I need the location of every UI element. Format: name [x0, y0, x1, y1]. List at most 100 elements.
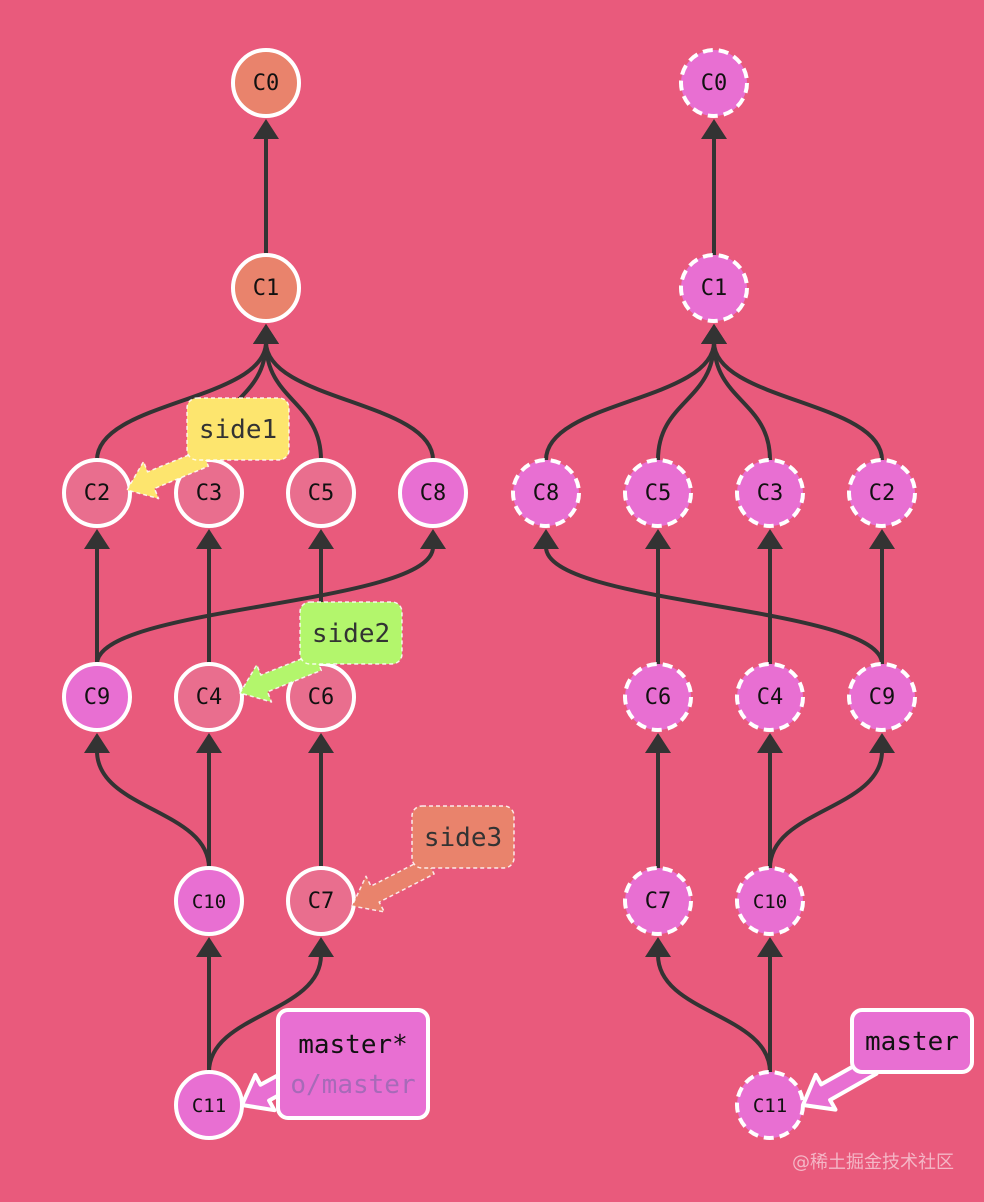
commit-label: C11: [753, 1095, 787, 1117]
commit-circle: [679, 253, 749, 323]
commit-node-C5[interactable]: C5: [286, 458, 356, 528]
commit-label: C4: [757, 685, 784, 710]
commit-label: C11: [192, 1095, 226, 1117]
arrowhead-icon: [196, 937, 222, 957]
arrowhead-icon: [757, 733, 783, 753]
right-branch-labels: master: [801, 1008, 974, 1112]
commit-node-C8[interactable]: C8: [398, 458, 468, 528]
commit-label: C2: [84, 481, 111, 506]
branch-label-master-right[interactable]: master: [801, 1008, 974, 1112]
edge-C5-to-C1: [264, 341, 323, 461]
branch-label-master-left[interactable]: master*o/master: [240, 1008, 430, 1120]
commit-label: C0: [253, 71, 280, 96]
commit-label: C1: [701, 276, 728, 301]
commit-node-C9[interactable]: C9: [62, 662, 132, 732]
commit-node-C10[interactable]: C10: [174, 866, 244, 936]
arrowhead-icon: [253, 119, 279, 139]
arrowhead-icon: [757, 529, 783, 549]
commit-node-C3[interactable]: C3: [174, 458, 244, 528]
commit-circle: [623, 458, 693, 528]
edge-C2-to-C1: [95, 341, 268, 461]
commit-label: C1: [253, 276, 280, 301]
branch-label-text: side1: [199, 415, 277, 445]
arrowhead-icon: [420, 529, 446, 549]
arrowhead-icon: [645, 733, 671, 753]
commit-node-C4[interactable]: C4: [735, 662, 805, 732]
arrowhead-icon: [308, 529, 334, 549]
branch-label-side1[interactable]: side1: [126, 397, 290, 500]
edge-C8-to-C1: [544, 341, 716, 461]
arrowhead-icon: [84, 733, 110, 753]
branch-pointer-arrow-icon: [351, 857, 435, 913]
commit-node-C5[interactable]: C5: [623, 458, 693, 528]
commit-node-C0[interactable]: C0: [679, 48, 749, 118]
commit-label: C9: [869, 685, 896, 710]
commit-label: C10: [192, 891, 226, 913]
branch-label-box: [411, 805, 515, 869]
commit-node-C2[interactable]: C2: [62, 458, 132, 528]
commit-label: C8: [533, 481, 560, 506]
arrowhead-icon: [645, 937, 671, 957]
arrowhead-icon: [701, 119, 727, 139]
commit-label: C6: [645, 685, 672, 710]
edge-C2-to-C1: [712, 341, 884, 461]
branch-label-side2[interactable]: side2: [239, 601, 403, 703]
commit-node-C8[interactable]: C8: [511, 458, 581, 528]
arrowhead-icon: [645, 529, 671, 549]
edge-C11-to-C7: [207, 954, 323, 1073]
commit-circle: [679, 48, 749, 118]
commit-label: C0: [701, 71, 728, 96]
commit-label: C8: [420, 481, 447, 506]
edge-C10-to-C9: [768, 750, 884, 869]
commit-node-C0[interactable]: C0: [231, 48, 301, 118]
commit-node-C2[interactable]: C2: [847, 458, 917, 528]
arrowhead-icon: [253, 324, 279, 344]
commit-circle: [735, 662, 805, 732]
commit-node-C6[interactable]: C6: [623, 662, 693, 732]
left-branch-labels: side1 side2 side3 master*o/master: [126, 397, 515, 1120]
commit-circle: [174, 662, 244, 732]
branch-pointer-arrow-icon: [126, 448, 210, 500]
arrowhead-icon: [196, 529, 222, 549]
commit-circle: [511, 458, 581, 528]
commit-node-C1[interactable]: C1: [679, 253, 749, 323]
right-edges: [533, 119, 895, 1073]
commit-circle: [231, 48, 301, 118]
commit-label: C7: [645, 889, 672, 914]
branch-pointer-arrow-icon: [239, 652, 323, 703]
commit-node-C7[interactable]: C7: [623, 866, 693, 936]
commit-node-C10[interactable]: C10: [735, 866, 805, 936]
commit-node-C1[interactable]: C1: [231, 253, 301, 323]
commit-node-C11[interactable]: C11: [735, 1070, 805, 1140]
branch-label-text: master*: [298, 1030, 408, 1060]
arrowhead-icon: [869, 733, 895, 753]
commit-node-C11[interactable]: C11: [174, 1070, 244, 1140]
commit-node-C7[interactable]: C7: [286, 866, 356, 936]
edge-C9-to-C8: [95, 546, 435, 665]
commit-circle: [286, 458, 356, 528]
branch-label-text: side3: [424, 823, 502, 853]
commit-node-C9[interactable]: C9: [847, 662, 917, 732]
edge-C9-to-C8: [544, 546, 884, 665]
arrowhead-icon: [869, 529, 895, 549]
edge-C5-to-C1: [656, 341, 716, 461]
arrowhead-icon: [701, 324, 727, 344]
branch-label-text: side2: [312, 619, 390, 649]
commit-label: C3: [757, 481, 784, 506]
commit-node-C4[interactable]: C4: [174, 662, 244, 732]
arrowhead-icon: [308, 733, 334, 753]
commit-circle: [62, 458, 132, 528]
commit-circle: [735, 458, 805, 528]
commit-circle: [847, 458, 917, 528]
commit-label: C6: [308, 685, 335, 710]
commit-node-C3[interactable]: C3: [735, 458, 805, 528]
branch-label-text: master: [865, 1027, 959, 1057]
branch-label-side3[interactable]: side3: [351, 805, 515, 913]
edge-C10-to-C9: [95, 750, 211, 869]
commit-label: C2: [869, 481, 896, 506]
commit-label: C7: [308, 889, 335, 914]
